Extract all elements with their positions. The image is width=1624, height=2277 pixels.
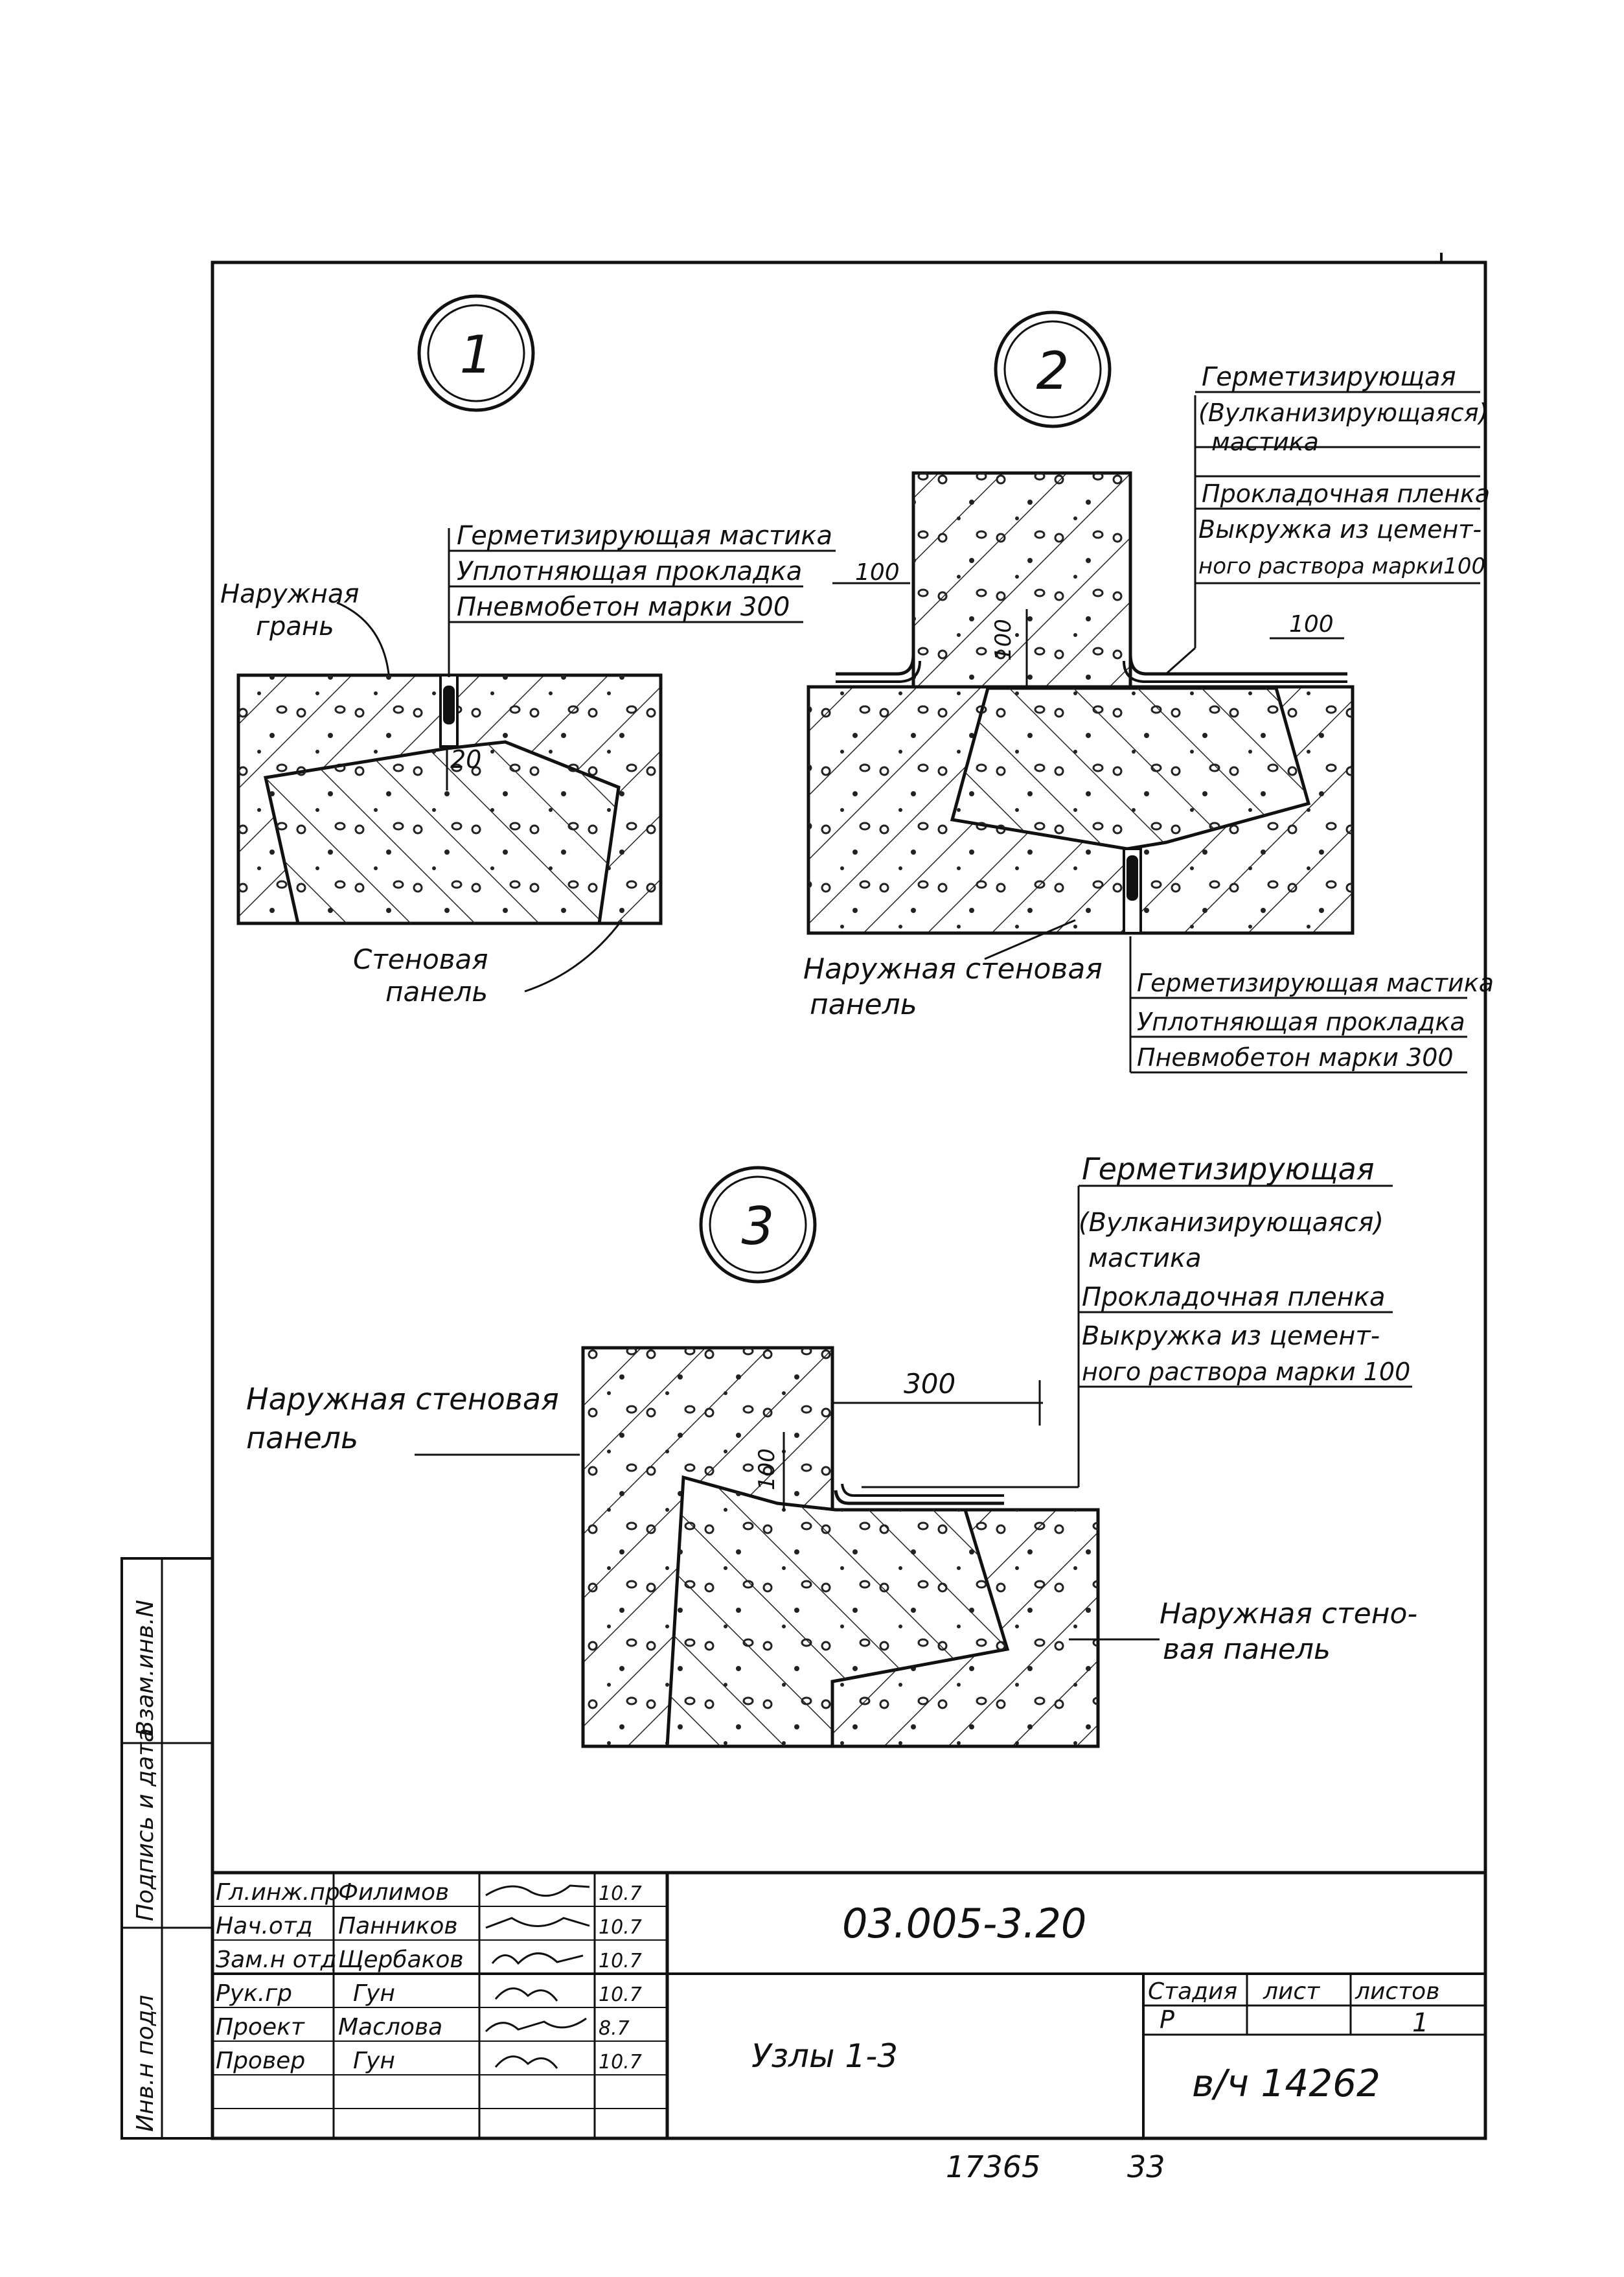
tb-role-4: Рук.гр <box>216 1980 292 2007</box>
node-1-label-left-2: грань <box>256 612 334 641</box>
node-1-dim: 20 <box>450 745 481 774</box>
node-2: 2 100 100 100 Герметизирующая <box>803 310 1494 1074</box>
tb-role-5: Проект <box>216 2014 305 2040</box>
node-3: 3 300 100 Герметизирующая (Вулканизирующ… <box>246 1151 1417 1748</box>
node-2-dim-1: 100 <box>855 559 900 586</box>
node-3-dim-2: 100 <box>754 1448 780 1490</box>
node-2-callout-top-2: (Вулканизирующаяся) <box>1198 399 1488 427</box>
tb-doc-code: 03.005-3.20 <box>842 1900 1086 1947</box>
tb-role-6: Провер <box>216 2048 305 2074</box>
node-2-dim-2: 100 <box>990 619 1016 661</box>
tb-sheets: 1 <box>1412 2008 1428 2038</box>
node-1-number: 1 <box>460 325 493 385</box>
node-2-callout-bottom-3: Пневмобетон марки 300 <box>1137 1043 1454 1072</box>
node-1-callout-2: Уплотняющая прокладка <box>457 557 802 586</box>
node-3-callout-2: (Вулканизирующаяся) <box>1079 1208 1384 1238</box>
node-1-label-bottom-2: панель <box>385 976 488 1008</box>
node-2-label-bottom-1: Наружная стеновая <box>803 953 1103 986</box>
node-3-callout-6: ного раствора марки 100 <box>1082 1358 1410 1386</box>
tb-name-6: Гун <box>353 2048 395 2074</box>
node-3-dim-1: 300 <box>904 1368 955 1400</box>
tb-name-5: Маслова <box>338 2014 442 2040</box>
node-2-callout-top-6: ного раствора марки100 <box>1198 553 1485 579</box>
node-3-label-left-2: панель <box>246 1420 358 1455</box>
node-1-label-left-1: Наружная <box>220 579 359 609</box>
tb-stage: Р <box>1160 2005 1174 2034</box>
node-3-callout-3: мастика <box>1088 1243 1202 1273</box>
side-stamp-3: Взам.инв.N <box>132 1600 159 1737</box>
footer-page: 33 <box>1127 2149 1165 2184</box>
tb-date-3: 10.7 <box>599 1950 642 1972</box>
sheet-frame <box>211 260 1487 2140</box>
tb-sheet-header: лист <box>1263 1978 1320 2005</box>
node-1: 1 20 Герметизирующая мастика Уплотняющая… <box>220 294 836 1008</box>
tb-stage-header: Стадия <box>1148 1978 1237 2005</box>
side-stamp: Инв.н подл Подпись и дата Взам.инв.N <box>120 1557 214 2140</box>
node-1-callout-3: Пневмобетон марки 300 <box>457 592 790 622</box>
node-3-marker <box>699 1166 817 1284</box>
node-3-callout-1: Герметизирующая <box>1082 1151 1375 1186</box>
tb-name-1: Филимов <box>338 1879 449 1906</box>
node-3-callout-5: Выкружка из цемент- <box>1082 1321 1380 1351</box>
tb-sheets-header: листов <box>1355 1978 1439 2005</box>
tb-name-4: Гун <box>353 1980 395 2007</box>
node-3-label-right-2: вая панель <box>1163 1633 1331 1666</box>
node-2-callout-bottom-2: Уплотняющая прокладка <box>1137 1008 1465 1036</box>
node-3-label-left-1: Наружная стеновая <box>246 1381 559 1416</box>
node-1-marker <box>417 294 535 412</box>
tb-date-1: 10.7 <box>599 1882 642 1905</box>
tb-sheet-title: Узлы 1-3 <box>751 2037 898 2075</box>
tb-date-5: 8.7 <box>599 2017 630 2040</box>
node-2-number: 2 <box>1036 341 1069 401</box>
tb-date-2: 10.7 <box>599 1916 642 1939</box>
node-3-number: 3 <box>742 1196 775 1256</box>
node-1-label-bottom-1: Стеновая <box>353 943 488 975</box>
node-2-marker <box>994 310 1112 428</box>
tb-name-3: Щербаков <box>338 1947 464 1973</box>
tb-date-6: 10.7 <box>599 2051 642 2074</box>
node-3-callout-4: Прокладочная пленка <box>1082 1282 1386 1312</box>
node-2-callout-top-1: Герметизирующая <box>1202 362 1456 392</box>
tb-role-2: Нач.отд <box>216 1913 313 1939</box>
title-block: Гл.инж.пр Филимов 10.7 Нач.отд Панников … <box>212 1871 1485 2138</box>
tb-date-4: 10.7 <box>599 1983 642 2006</box>
side-stamp-1: Инв.н подл <box>132 1994 159 2132</box>
tb-org: в/ч 14262 <box>1192 2061 1380 2105</box>
tb-name-2: Панников <box>338 1913 458 1939</box>
tb-role-1: Гл.инж.пр <box>216 1879 340 1906</box>
node-3-label-right-1: Наружная стено- <box>1160 1597 1417 1630</box>
node-2-label-bottom-2: панель <box>810 988 917 1021</box>
node-2-callout-top-5: Выкружка из цемент- <box>1198 515 1481 544</box>
node-2-callout-top-4: Прокладочная пленка <box>1202 480 1490 508</box>
node-2-dim-3: 100 <box>1289 611 1334 638</box>
side-stamp-2: Подпись и дата <box>132 1728 159 1921</box>
node-2-callout-top-3: мастика <box>1211 428 1319 456</box>
tb-role-3: Зам.н отд <box>216 1947 337 1973</box>
node-2-callout-bottom-1: Герметизирующая мастика <box>1137 969 1494 997</box>
footer-number: 17365 <box>946 2149 1040 2184</box>
node-1-callout-1: Герметизирующая мастика <box>457 521 832 551</box>
